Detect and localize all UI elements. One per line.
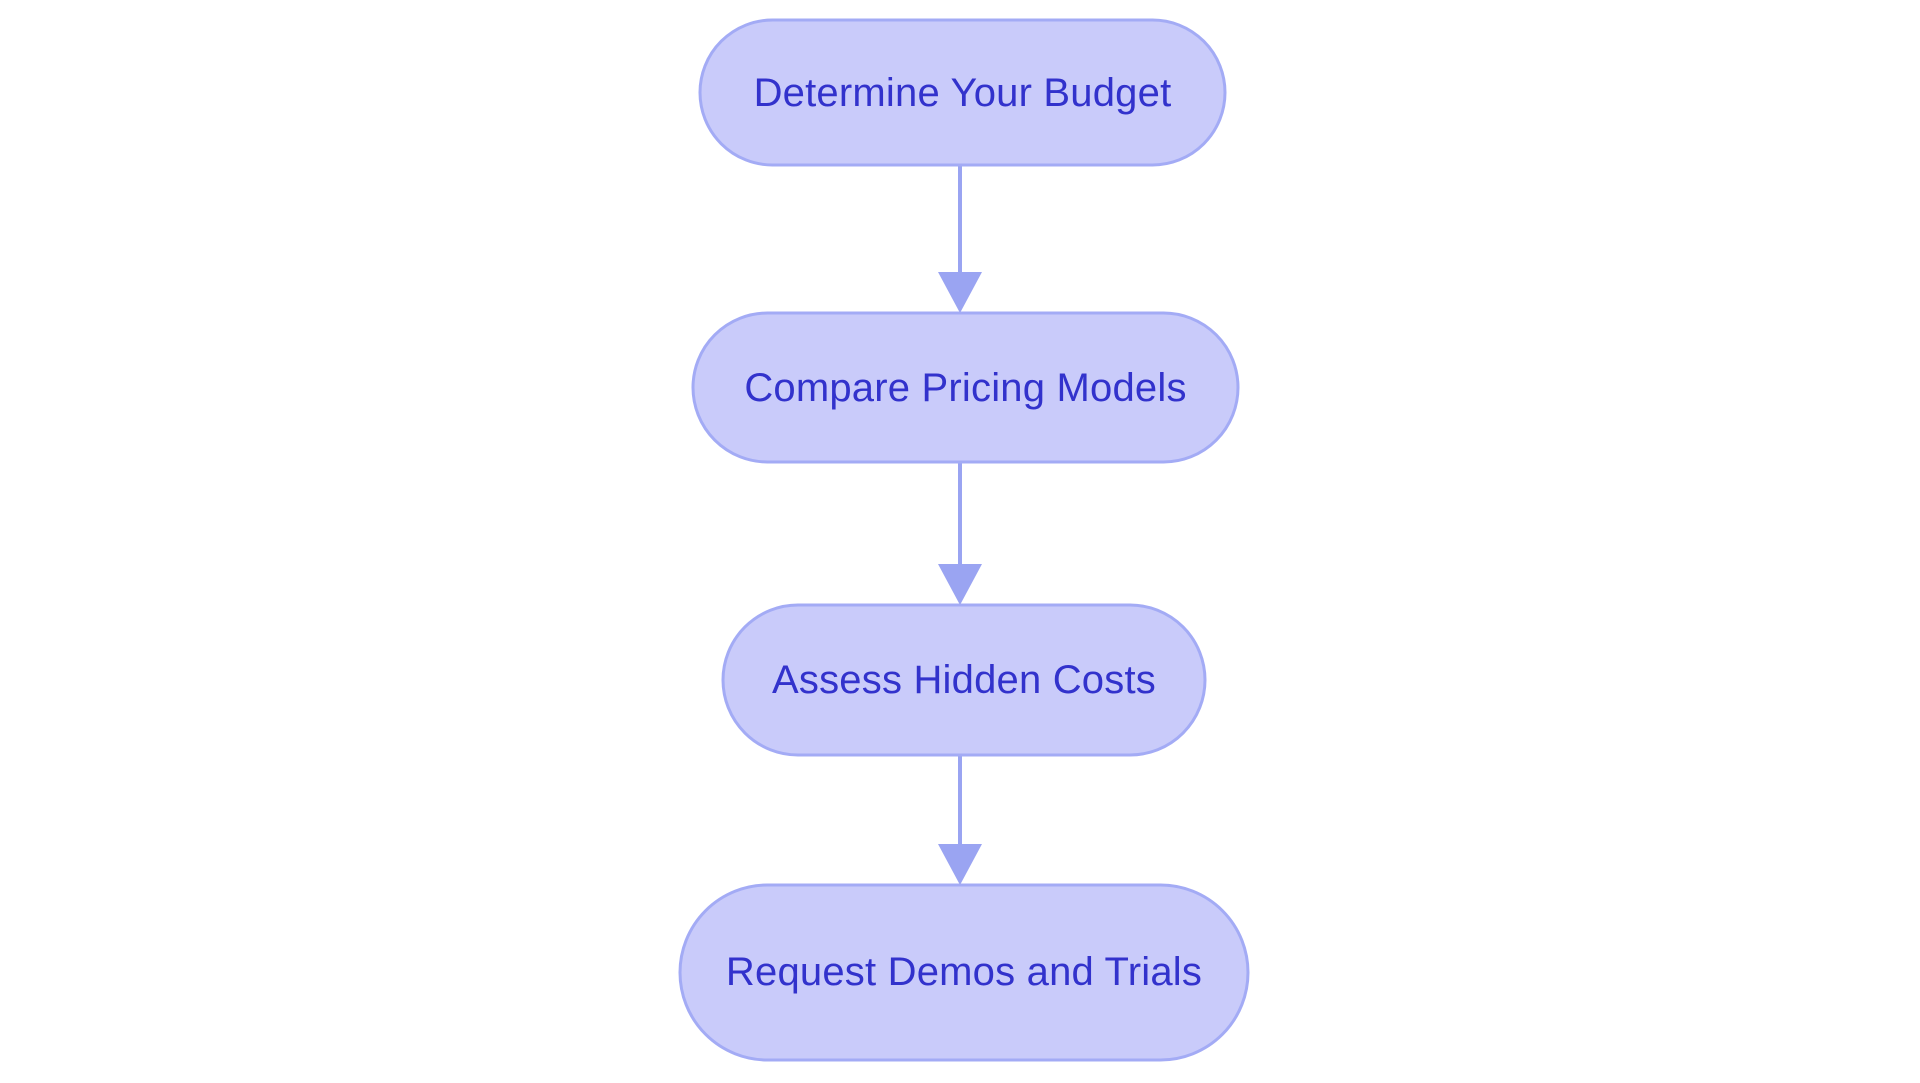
edge-determine-budget-to-compare-pricing xyxy=(938,165,982,313)
arrowhead-icon xyxy=(938,844,982,885)
node-determine-your-budget[interactable]: Determine Your Budget xyxy=(698,18,1227,167)
node-compare-pricing-models[interactable]: Compare Pricing Models xyxy=(691,311,1240,464)
node-shape[interactable] xyxy=(691,311,1240,464)
node-request-demos-and-trials[interactable]: Request Demos and Trials xyxy=(678,883,1250,1062)
edge-assess-costs-to-request-demos xyxy=(938,755,982,885)
arrowhead-icon xyxy=(938,272,982,313)
node-shape[interactable] xyxy=(678,883,1250,1062)
node-label: Compare Pricing Models xyxy=(744,366,1186,410)
arrowhead-icon xyxy=(938,564,982,605)
edge-compare-pricing-to-assess-costs xyxy=(938,462,982,605)
node-shape[interactable] xyxy=(721,603,1207,757)
node-label: Request Demos and Trials xyxy=(726,950,1202,994)
node-assess-hidden-costs[interactable]: Assess Hidden Costs xyxy=(721,603,1207,757)
node-label: Assess Hidden Costs xyxy=(772,658,1156,702)
node-label: Determine Your Budget xyxy=(754,71,1172,115)
node-shape[interactable] xyxy=(698,18,1227,167)
